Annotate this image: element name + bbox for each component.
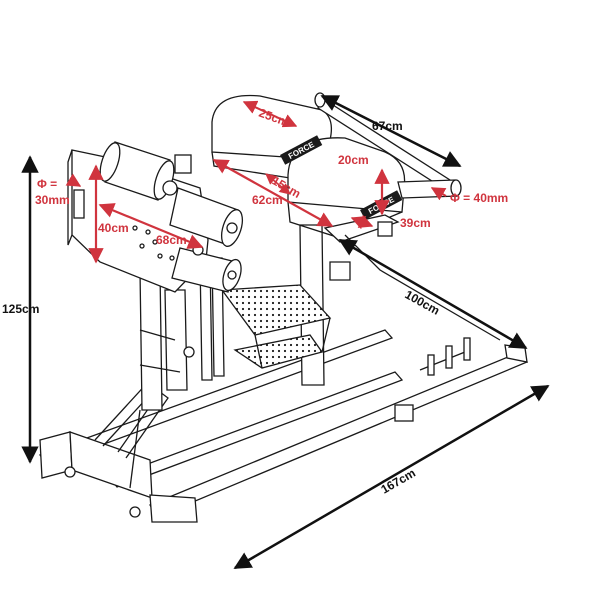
footplate-frame: [139, 257, 225, 411]
label-tube-30: Φ = 30mm: [35, 177, 70, 207]
label-pad-height: 20cm: [338, 153, 369, 167]
label-pad-span: 67cm: [372, 119, 403, 133]
dim-pad-span-line: [320, 94, 462, 168]
label-handle-width: 39cm: [400, 216, 431, 230]
dim-pad-gap-line: [265, 173, 291, 195]
dim-tube-30-line: [65, 173, 82, 187]
dim-pad-top-line: [242, 100, 298, 128]
dim-base-width-line: [338, 238, 528, 350]
label-footplate-height: 40cm: [98, 221, 129, 235]
label-length: 167cm: [379, 466, 418, 497]
label-tube-30-line1: Φ =: [37, 177, 57, 191]
label-tube-40: Φ = 40mm: [450, 191, 508, 205]
dim-tube-40-line: [430, 187, 447, 201]
dim-handle-width-line: [350, 214, 374, 230]
left-frame: [39, 379, 198, 523]
label-footplate-width: 68cm: [156, 233, 187, 247]
dimension-lines: [21, 94, 550, 570]
label-height: 125cm: [2, 302, 39, 316]
dim-footplate-width-line: [98, 203, 204, 249]
foot-plate: [220, 284, 332, 369]
dim-length-line: [233, 384, 550, 570]
label-base-width: 100cm: [403, 287, 442, 317]
label-pad-length: 62cm: [252, 193, 283, 207]
label-tube-30-line2: 30mm: [35, 193, 70, 207]
